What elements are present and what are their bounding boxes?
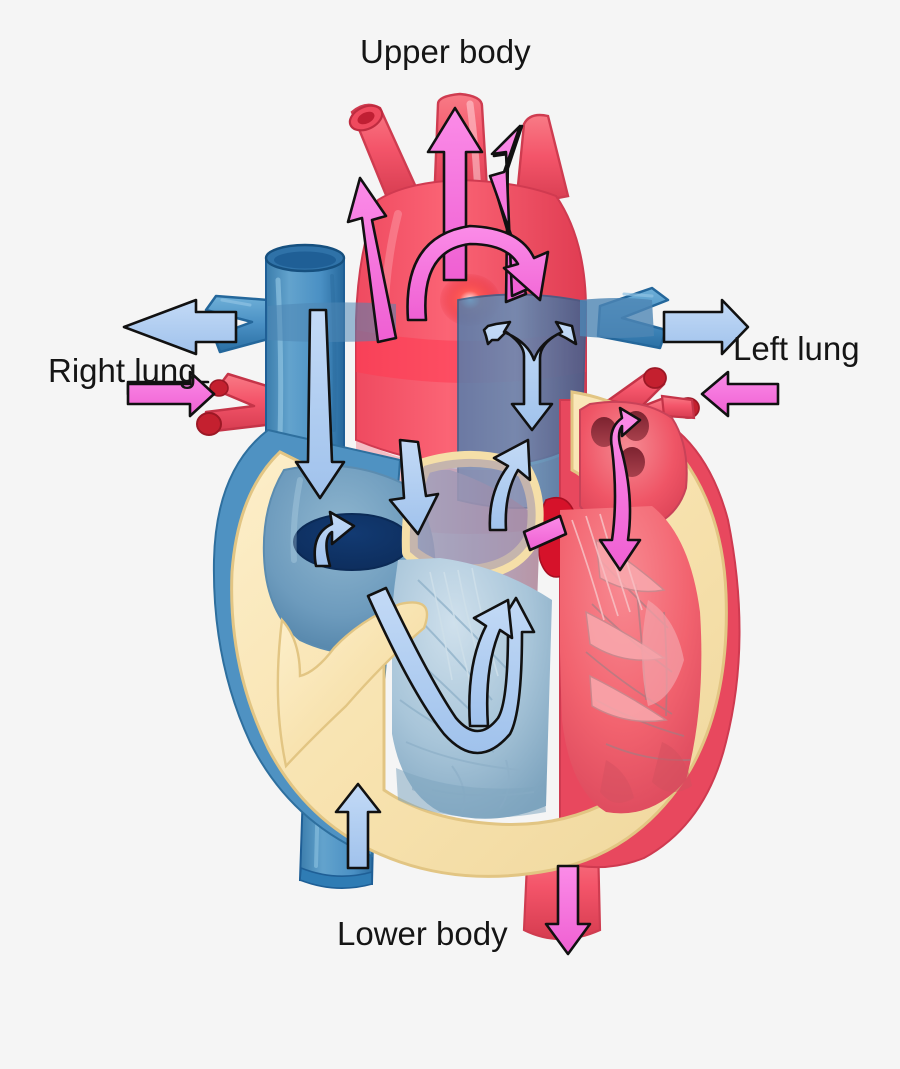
arrow-rv-uturn [366,586,536,755]
ivc-ostium [293,513,411,571]
left-ventricle [560,506,702,814]
arrow-from-right-lung [126,370,216,418]
arrow-to-right-lung [122,298,238,356]
arrow-ivc-up [334,782,382,870]
arrow-ivc-ostium-up [313,510,356,568]
arrow-descending-aorta-down [544,864,592,956]
arrow-pulmonary-trunk-split [482,320,578,432]
arrow-aortic-branch-middle [426,106,484,282]
label-left-lung: Left lung [733,330,860,367]
arrow-lv-outflow [522,514,568,552]
arrow-ra-to-rv [488,438,532,532]
arrow-la-to-lv [598,406,642,572]
arrow-aortic-branch-left [346,176,398,344]
arrow-to-left-lung [662,298,750,356]
left-subclavian-artery [514,113,570,208]
label-right-lung: Right lung [48,352,197,389]
label-lower-body: Lower body [337,915,508,952]
label-upper-body: Upper body [360,33,531,70]
flow-arrows [122,106,780,956]
right-pulmonary-veins [196,372,282,436]
arrow-rv-outflow [468,598,514,728]
arrow-from-left-lung [700,370,780,418]
arrow-svc-down [294,308,346,500]
arrow-ra-inflow [388,438,440,536]
arrow-aortic-arch [406,224,550,322]
